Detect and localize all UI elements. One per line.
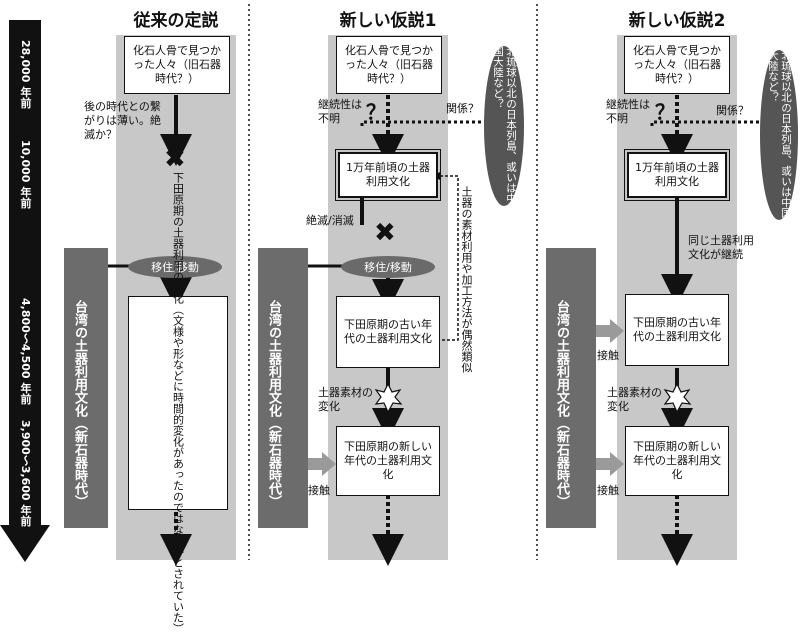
col2-north-text: 北琉球以北の日本列島、或いは中国大陸など？ [492, 46, 517, 204]
col2-taiwan-label: 台湾の土器利用文化（新石器時代） [266, 300, 281, 508]
col3-north-text: 北琉球以北の日本列島、或いは中国大陸など？ [767, 50, 792, 218]
col3-taiwan-label: 台湾の土器利用文化（新石器時代） [554, 300, 569, 508]
timeline-label-4800: 4,800〜4,500 年前 [19, 298, 32, 405]
burst-3 [663, 382, 692, 414]
col2-contact-note: 接触 [308, 484, 330, 497]
col3-relation-note: 関係？ [716, 104, 749, 117]
taiwan-panel-3 [546, 248, 596, 528]
col3-contact2-note: 接触 [597, 484, 619, 497]
col3-old-box: 下田原期の古い年代の土器利用文化 [625, 294, 729, 366]
col1-taiwan-label: 台湾の土器利用文化（新石器時代） [72, 300, 87, 508]
taiwan-panel-2 [258, 248, 308, 528]
col1-shimotabaru-box: 下田原期の土器利用の文化（文様や形などに時間的変化があったのではないかとされてい… [128, 172, 228, 634]
col2-old-box: 下田原期の古い年代の土器利用文化 [336, 296, 440, 368]
col3-continue-note: 同じ土器利用文化が継続 [688, 234, 754, 261]
timeline-label-28000: 28,000 年前 [19, 40, 32, 109]
col2-change-note: 土器素材の変化 [318, 386, 373, 413]
timeline-label-3900: 3,900〜3,600 年前 [19, 420, 32, 527]
timeline-arrow [0, 20, 50, 562]
col1-migrate-pill: 移住/移動 [128, 256, 222, 278]
col2-fossil-box: 化石人骨で見つかった人々（旧石器時代？） [336, 36, 442, 94]
col3-culture10k-box: 1万年前頃の土器利用文化 [624, 149, 730, 201]
col2-continuity-note: 継続性は不明 [318, 98, 362, 125]
col2-north-ellipse: 北琉球以北の日本列島、或いは中国大陸など？ [484, 46, 524, 206]
col1-title: 従来の定説 [133, 11, 219, 31]
col3-new-box: 下田原期の新しい年代の土器利用文化 [625, 426, 729, 496]
col2-relation-note: 関係？ [446, 102, 479, 115]
col1-extinct-note: 後の時代との繋がりは薄い。絶滅か？ [84, 100, 161, 141]
col3-north-ellipse: 北琉球以北の日本列島、或いは中国大陸など？ [760, 50, 798, 220]
col2-migrate-pill: 移住/移動 [341, 256, 435, 278]
col2-extinct-note: 絶滅/消滅 [306, 214, 354, 227]
col3-continuity-note: 継続性は不明 [606, 98, 650, 125]
col1-extinct-mark: ✖ [164, 144, 186, 174]
col2-title: 新しい仮説1 [339, 11, 437, 31]
contact-arrow-2 [308, 452, 336, 476]
col2-new-box: 下田原期の新しい年代の土器利用文化 [336, 426, 440, 496]
col3-fossil-box: 化石人骨で見つかった人々（旧石器時代？） [624, 36, 730, 94]
col3-title: 新しい仮説2 [628, 11, 726, 31]
col1-shimotabaru-text: 下田原期の土器利用の文化（文様や形などに時間的変化があったのではないかとされてい… [171, 172, 185, 634]
burst-2 [374, 382, 403, 414]
col3-change-note: 土器素材の変化 [607, 386, 662, 413]
timeline-label-10000: 10,000 年前 [19, 140, 32, 209]
col2-question-mark: ？ [366, 100, 386, 124]
taiwan-panel-1 [64, 248, 108, 528]
col2-extinct-mark: ✖ [374, 218, 396, 248]
col3-contact1-note: 接触 [597, 349, 619, 362]
contact-arrow-3b [596, 452, 624, 476]
col2-culture10k-box: 1万年前頃の土器利用文化 [335, 149, 441, 201]
contact-arrow-3a [596, 319, 624, 343]
col2-coincidence-note: 土器の素材利用や加工方法が偶然類似 [460, 186, 473, 373]
col3-question-mark: ？ [655, 100, 675, 124]
col1-fossil-box: 化石人骨で見つかった人々（旧石器時代？） [124, 36, 230, 94]
